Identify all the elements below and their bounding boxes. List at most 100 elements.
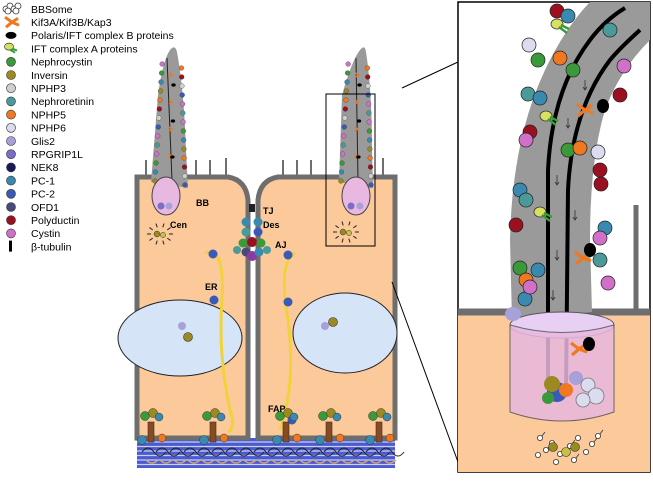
dot-icon: [6, 109, 16, 120]
ecm-stripes: [137, 441, 405, 466]
dot-icon: [6, 149, 16, 159]
dot-icon: [6, 70, 16, 80]
epithelial-cells: BB Cen TJ Des AJ ER FAP: [117, 47, 405, 468]
right-basal-body: [341, 176, 371, 216]
left-cilium-proteins: [152, 61, 188, 188]
zoom-connector-top: [401, 61, 459, 89]
tz-protein: [580, 377, 596, 393]
legend-item: RPGRIP1L: [6, 149, 83, 161]
right-nucleus: [292, 292, 398, 374]
zoom-connector-bottom: [391, 281, 459, 463]
legend-item: NPHP5: [6, 109, 66, 121]
label-aj: AJ: [275, 240, 287, 250]
legend-item: OFD1: [6, 202, 59, 214]
er-pc2-dot: [209, 295, 219, 305]
legend-item: Nephroretinin: [6, 96, 94, 108]
legend-label: Glis2: [31, 136, 55, 148]
legend-item: NEK8: [6, 162, 59, 174]
legend-item: Inversin: [6, 70, 68, 82]
dot-icon: [6, 215, 16, 225]
dot-icon: [6, 189, 16, 199]
legend-label: Inversin: [31, 70, 68, 82]
zoom-basal-body: [509, 324, 615, 422]
legend-label: β-tubulin: [31, 241, 72, 253]
label-des: Des: [263, 220, 280, 230]
legend-label: Kif3A/Kif3B/Kap3: [31, 17, 112, 29]
legend-item: NPHP3: [6, 83, 66, 95]
ift-a-icon: [4, 42, 18, 54]
zoom-transport-complexes: [533, 18, 609, 357]
legend-item: Cystin: [6, 228, 60, 240]
right-axoneme: [355, 57, 359, 181]
nucleus-inversin-dot: [328, 317, 338, 327]
dot-icon: [6, 228, 16, 239]
dot-icon: [6, 162, 16, 173]
zoom-centrosome: [535, 429, 604, 465]
dot-icon: [6, 202, 16, 212]
legend-label: PC-2: [31, 189, 55, 201]
legend-item: Polaris/IFT complex B proteins: [5, 30, 174, 42]
label-bb: BB: [196, 198, 209, 208]
focal-adhesions: [137, 408, 395, 445]
tz-protein: [587, 387, 605, 405]
legend-label: PC-1: [31, 175, 55, 187]
dot-icon: [6, 96, 16, 107]
bbsome-icon: [2, 2, 22, 15]
left-nucleus: [117, 299, 243, 377]
legend-label: Nephroretinin: [31, 96, 94, 108]
legend-item: Glis2: [6, 136, 55, 148]
legend-item: BBSome: [2, 2, 73, 16]
legend-item: Nephrocystin: [6, 56, 92, 69]
zoom-selection-box: [325, 93, 376, 247]
legend-item: PC-2: [6, 189, 55, 201]
right-er: [278, 251, 296, 431]
er-pc2-dot: [283, 297, 293, 307]
legend-label: OFD1: [31, 202, 59, 214]
bb-dot: [347, 202, 355, 210]
label-fap: FAP: [268, 404, 286, 414]
er-pc2-dot: [283, 250, 293, 260]
tz-protein: [544, 376, 560, 392]
tz-protein: [559, 383, 573, 397]
nucleus-glis2-dot: [178, 322, 186, 330]
left-er: [204, 250, 235, 434]
legend-item: PC-1: [6, 175, 55, 187]
kinesin-icon: [4, 15, 20, 29]
dot-icon: [6, 123, 16, 133]
bb-dot: [356, 202, 364, 210]
label-cen: Cen: [170, 220, 187, 230]
zoom-panel: [457, 1, 651, 473]
left-centrosome: [147, 223, 173, 245]
legend-label: NEK8: [31, 162, 59, 174]
tz-protein: [575, 392, 591, 408]
left-basal-body: [151, 176, 181, 216]
nucleus-inversin-dot: [183, 332, 193, 342]
dot-icon: [6, 83, 16, 93]
tz-protein: [542, 392, 554, 404]
zoom-microtubule: [564, 28, 642, 393]
legend-label: NPHP6: [31, 123, 66, 135]
ift-b-icon: [5, 31, 17, 39]
nucleus-glis2-dot: [321, 322, 329, 330]
legend-label: Polyductin: [31, 215, 80, 227]
legend-item: Polyductin: [6, 215, 80, 227]
legend-label: NPHP3: [31, 83, 66, 95]
legend-label: IFT complex A proteins: [31, 43, 138, 55]
left-axoneme: [166, 57, 173, 181]
right-centrosome: [333, 221, 359, 243]
dot-icon: [6, 56, 16, 67]
legend-item: β-tubulin: [9, 240, 72, 253]
legend-label: RPGRIP1L: [31, 149, 83, 161]
zoom-cilium: [510, 2, 650, 320]
legend-item: NPHP6: [6, 123, 66, 135]
legend-label: NPHP5: [31, 109, 66, 121]
zoom-cilium-proteins: [508, 3, 632, 307]
tubulin-bar-icon: [9, 240, 12, 252]
legend-label: Polaris/IFT complex B proteins: [31, 30, 174, 42]
zoom-microtubule: [546, 6, 627, 385]
dot-icon: [6, 136, 16, 146]
cell-junctions: [233, 204, 271, 261]
legend-label: Nephrocystin: [31, 57, 92, 69]
right-cilium-proteins: [338, 61, 374, 188]
